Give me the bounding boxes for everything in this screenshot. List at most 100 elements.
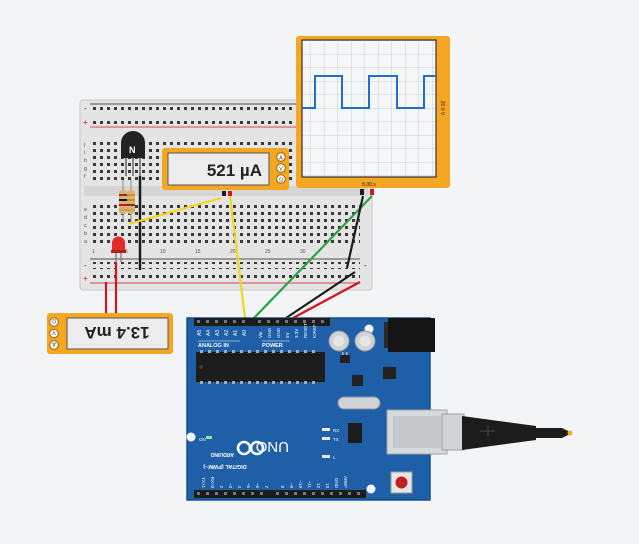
svg-text:b: b bbox=[84, 231, 87, 237]
svg-text:8: 8 bbox=[280, 485, 285, 488]
svg-text:g: g bbox=[84, 166, 87, 172]
red-wire-5v[interactable] bbox=[292, 281, 361, 319]
svg-text:RX<0: RX<0 bbox=[210, 477, 215, 489]
crystal-oscillator bbox=[337, 396, 381, 410]
svg-text:3.3V: 3.3V bbox=[294, 329, 299, 338]
black-wire-gnd[interactable] bbox=[285, 271, 356, 319]
svg-text:~11: ~11 bbox=[307, 481, 312, 489]
svg-text:12: 12 bbox=[316, 483, 321, 489]
svg-text:20: 20 bbox=[230, 249, 236, 255]
capacitor bbox=[354, 330, 376, 352]
usb-interface-chip bbox=[348, 423, 362, 443]
resistor-2[interactable] bbox=[127, 180, 135, 222]
svg-text:~3: ~3 bbox=[228, 483, 233, 489]
left-mode-v-button[interactable]: V bbox=[52, 329, 56, 335]
svg-text:30: 30 bbox=[300, 249, 306, 255]
row-letters: a b c d e f g h i j bbox=[83, 142, 88, 245]
mounting-hole bbox=[186, 432, 196, 442]
usb-cable[interactable] bbox=[441, 413, 573, 451]
digital-header[interactable] bbox=[194, 490, 366, 498]
rail-sign-bottom-neg: - bbox=[84, 261, 87, 270]
transistor-label: N bbox=[129, 145, 136, 155]
column-numbers: 1 5 10 15 20 25 30 bbox=[92, 249, 306, 255]
svg-text:25: 25 bbox=[265, 249, 271, 255]
resistor-1[interactable] bbox=[119, 180, 127, 222]
rail-sign-right-neg: - bbox=[364, 261, 367, 270]
arduino-logo: UNO ARDUINO bbox=[211, 438, 289, 457]
arduino-uno-board[interactable]: A5 A4 A3 A2 A1 A0 Vin GND GND 5V 3.3V RE… bbox=[186, 317, 448, 501]
svg-text:GND: GND bbox=[276, 327, 281, 338]
scope-time-label: 5.00 s bbox=[362, 182, 376, 188]
mode-ohm-button[interactable]: Ω bbox=[279, 178, 283, 184]
mode-a-button[interactable]: A bbox=[279, 156, 283, 162]
top-rail-negative bbox=[90, 106, 360, 113]
wires[interactable] bbox=[103, 189, 374, 319]
svg-text:~9: ~9 bbox=[289, 483, 294, 489]
svg-text:e: e bbox=[84, 207, 87, 213]
analog-in-label: ANALOG IN bbox=[198, 343, 229, 349]
power-label: POWER bbox=[262, 343, 283, 349]
small-chip bbox=[352, 375, 363, 386]
svg-text:~10: ~10 bbox=[298, 480, 303, 488]
multimeter-current-top[interactable]: 521 µA A V Ω bbox=[162, 148, 289, 190]
npn-transistor[interactable]: N bbox=[121, 131, 145, 176]
svg-text:A4: A4 bbox=[206, 330, 212, 336]
red-led[interactable] bbox=[111, 236, 126, 262]
rx-led bbox=[322, 428, 330, 431]
rail-sign-top-pos: + bbox=[83, 118, 88, 127]
svg-text:RESET: RESET bbox=[303, 323, 308, 338]
usb-b-port[interactable] bbox=[386, 409, 448, 455]
mode-v-button[interactable]: V bbox=[279, 167, 283, 173]
svg-text:d: d bbox=[84, 215, 87, 221]
digital-pin-labels-a: TX>1 RX<0 2 ~3 4 ~5 ~6 7 bbox=[201, 477, 269, 489]
svg-text:Vin: Vin bbox=[258, 331, 263, 338]
analog-pin-labels: A5 A4 A3 A2 A1 A0 bbox=[197, 330, 248, 336]
svg-text:7: 7 bbox=[264, 485, 269, 488]
left-mode-ohm-button[interactable]: Ω bbox=[52, 318, 56, 324]
voltage-regulator bbox=[340, 355, 350, 363]
analog-power-header[interactable] bbox=[194, 318, 330, 326]
dc-power-jack[interactable] bbox=[384, 318, 435, 352]
svg-text:15: 15 bbox=[195, 249, 201, 255]
yellow-wire-breadboard[interactable] bbox=[128, 196, 222, 226]
scope-voltage-label: 20.0 V bbox=[439, 101, 445, 116]
oscilloscope[interactable]: 5.00 s 20.0 V bbox=[296, 36, 450, 188]
left-mode-a-button[interactable]: A bbox=[52, 341, 56, 347]
on-label: ON bbox=[199, 437, 206, 442]
svg-text:A2: A2 bbox=[224, 330, 230, 336]
tx-led bbox=[322, 437, 330, 440]
on-led bbox=[206, 436, 212, 439]
capacitor bbox=[328, 330, 350, 352]
svg-text:TX>1: TX>1 bbox=[201, 477, 206, 488]
svg-text:IOREF: IOREF bbox=[312, 324, 317, 338]
svg-text:~6: ~6 bbox=[255, 483, 260, 489]
svg-text:AREF: AREF bbox=[343, 476, 348, 488]
svg-text:13: 13 bbox=[325, 483, 330, 489]
bottom-rail-negative bbox=[90, 262, 360, 269]
svg-text:GND: GND bbox=[334, 478, 339, 489]
rail-sign-top-neg: - bbox=[84, 104, 87, 113]
power-pin-labels: Vin GND GND 5V 3.3V RESET IOREF bbox=[258, 323, 317, 338]
multimeter-current-left[interactable]: 13.4 mA Ω V A bbox=[47, 313, 173, 354]
svg-text:f: f bbox=[84, 174, 86, 180]
yellow-wire-arduino[interactable] bbox=[228, 195, 247, 319]
svg-text:A5: A5 bbox=[197, 330, 203, 336]
svg-text:j: j bbox=[83, 142, 85, 148]
atmega-microcontroller bbox=[196, 350, 325, 384]
svg-text:a: a bbox=[84, 239, 88, 245]
svg-text:c: c bbox=[84, 223, 87, 229]
uno-logo-text: UNO bbox=[256, 438, 289, 455]
black-wire-scope[interactable] bbox=[345, 195, 365, 269]
svg-text:~5: ~5 bbox=[246, 483, 251, 489]
top-rail-positive bbox=[90, 118, 360, 125]
rail-sign-bottom-pos: + bbox=[83, 274, 88, 283]
digital-pin-labels-b: 8 ~9 ~10 ~11 12 13 GND AREF bbox=[280, 476, 348, 489]
green-wire[interactable] bbox=[253, 195, 373, 319]
svg-text:GND: GND bbox=[267, 327, 272, 338]
reset-button[interactable] bbox=[390, 471, 413, 494]
svg-text:A1: A1 bbox=[233, 330, 239, 336]
multimeter-left-reading: 13.4 mA bbox=[84, 323, 149, 342]
svg-text:1: 1 bbox=[92, 249, 95, 255]
rx-label: RX bbox=[333, 428, 339, 433]
